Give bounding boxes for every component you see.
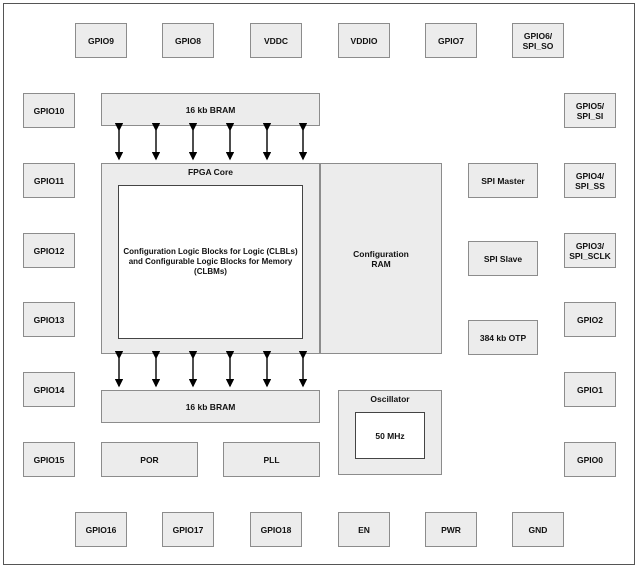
spi-master: SPI Master bbox=[468, 163, 538, 198]
bram-top: 16 kb BRAM bbox=[101, 93, 320, 126]
otp-memory: 384 kb OTP bbox=[468, 320, 538, 355]
pin-gpio14: GPIO14 bbox=[23, 372, 75, 407]
pin-gpio12: GPIO12 bbox=[23, 233, 75, 268]
pin-pwr: PWR bbox=[425, 512, 477, 547]
fpga-core-label: FPGA Core bbox=[187, 167, 234, 177]
pin-gnd: GND bbox=[512, 512, 564, 547]
por-block: POR bbox=[101, 442, 198, 477]
clb-block: Configuration Logic Blocks for Logic (CL… bbox=[118, 185, 303, 339]
pin-en: EN bbox=[338, 512, 390, 547]
pin-gpio4-spi-ss: GPIO4/ SPI_SS bbox=[564, 163, 616, 198]
pin-gpio17: GPIO17 bbox=[162, 512, 214, 547]
pin-gpio16: GPIO16 bbox=[75, 512, 127, 547]
pin-gpio18: GPIO18 bbox=[250, 512, 302, 547]
pin-gpio8: GPIO8 bbox=[162, 23, 214, 58]
pin-gpio3-spi-sclk: GPIO3/ SPI_SCLK bbox=[564, 233, 616, 268]
pin-gpio13: GPIO13 bbox=[23, 302, 75, 337]
oscillator-frequency: 50 MHz bbox=[355, 412, 425, 459]
bram-bottom: 16 kb BRAM bbox=[101, 390, 320, 423]
pin-vddio: VDDIO bbox=[338, 23, 390, 58]
pin-gpio9: GPIO9 bbox=[75, 23, 127, 58]
pin-gpio7: GPIO7 bbox=[425, 23, 477, 58]
pin-gpio1: GPIO1 bbox=[564, 372, 616, 407]
spi-slave: SPI Slave bbox=[468, 241, 538, 276]
pin-gpio6-spi-so: GPIO6/ SPI_SO bbox=[512, 23, 564, 58]
pin-gpio15: GPIO15 bbox=[23, 442, 75, 477]
pll-block: PLL bbox=[223, 442, 320, 477]
pin-gpio2: GPIO2 bbox=[564, 302, 616, 337]
oscillator-label: Oscillator bbox=[370, 394, 410, 404]
pin-vddc: VDDC bbox=[250, 23, 302, 58]
pin-gpio11: GPIO11 bbox=[23, 163, 75, 198]
pin-gpio5-spi-si: GPIO5/ SPI_SI bbox=[564, 93, 616, 128]
configuration-ram: Configuration RAM bbox=[320, 163, 442, 354]
pin-gpio0: GPIO0 bbox=[564, 442, 616, 477]
pin-gpio10: GPIO10 bbox=[23, 93, 75, 128]
